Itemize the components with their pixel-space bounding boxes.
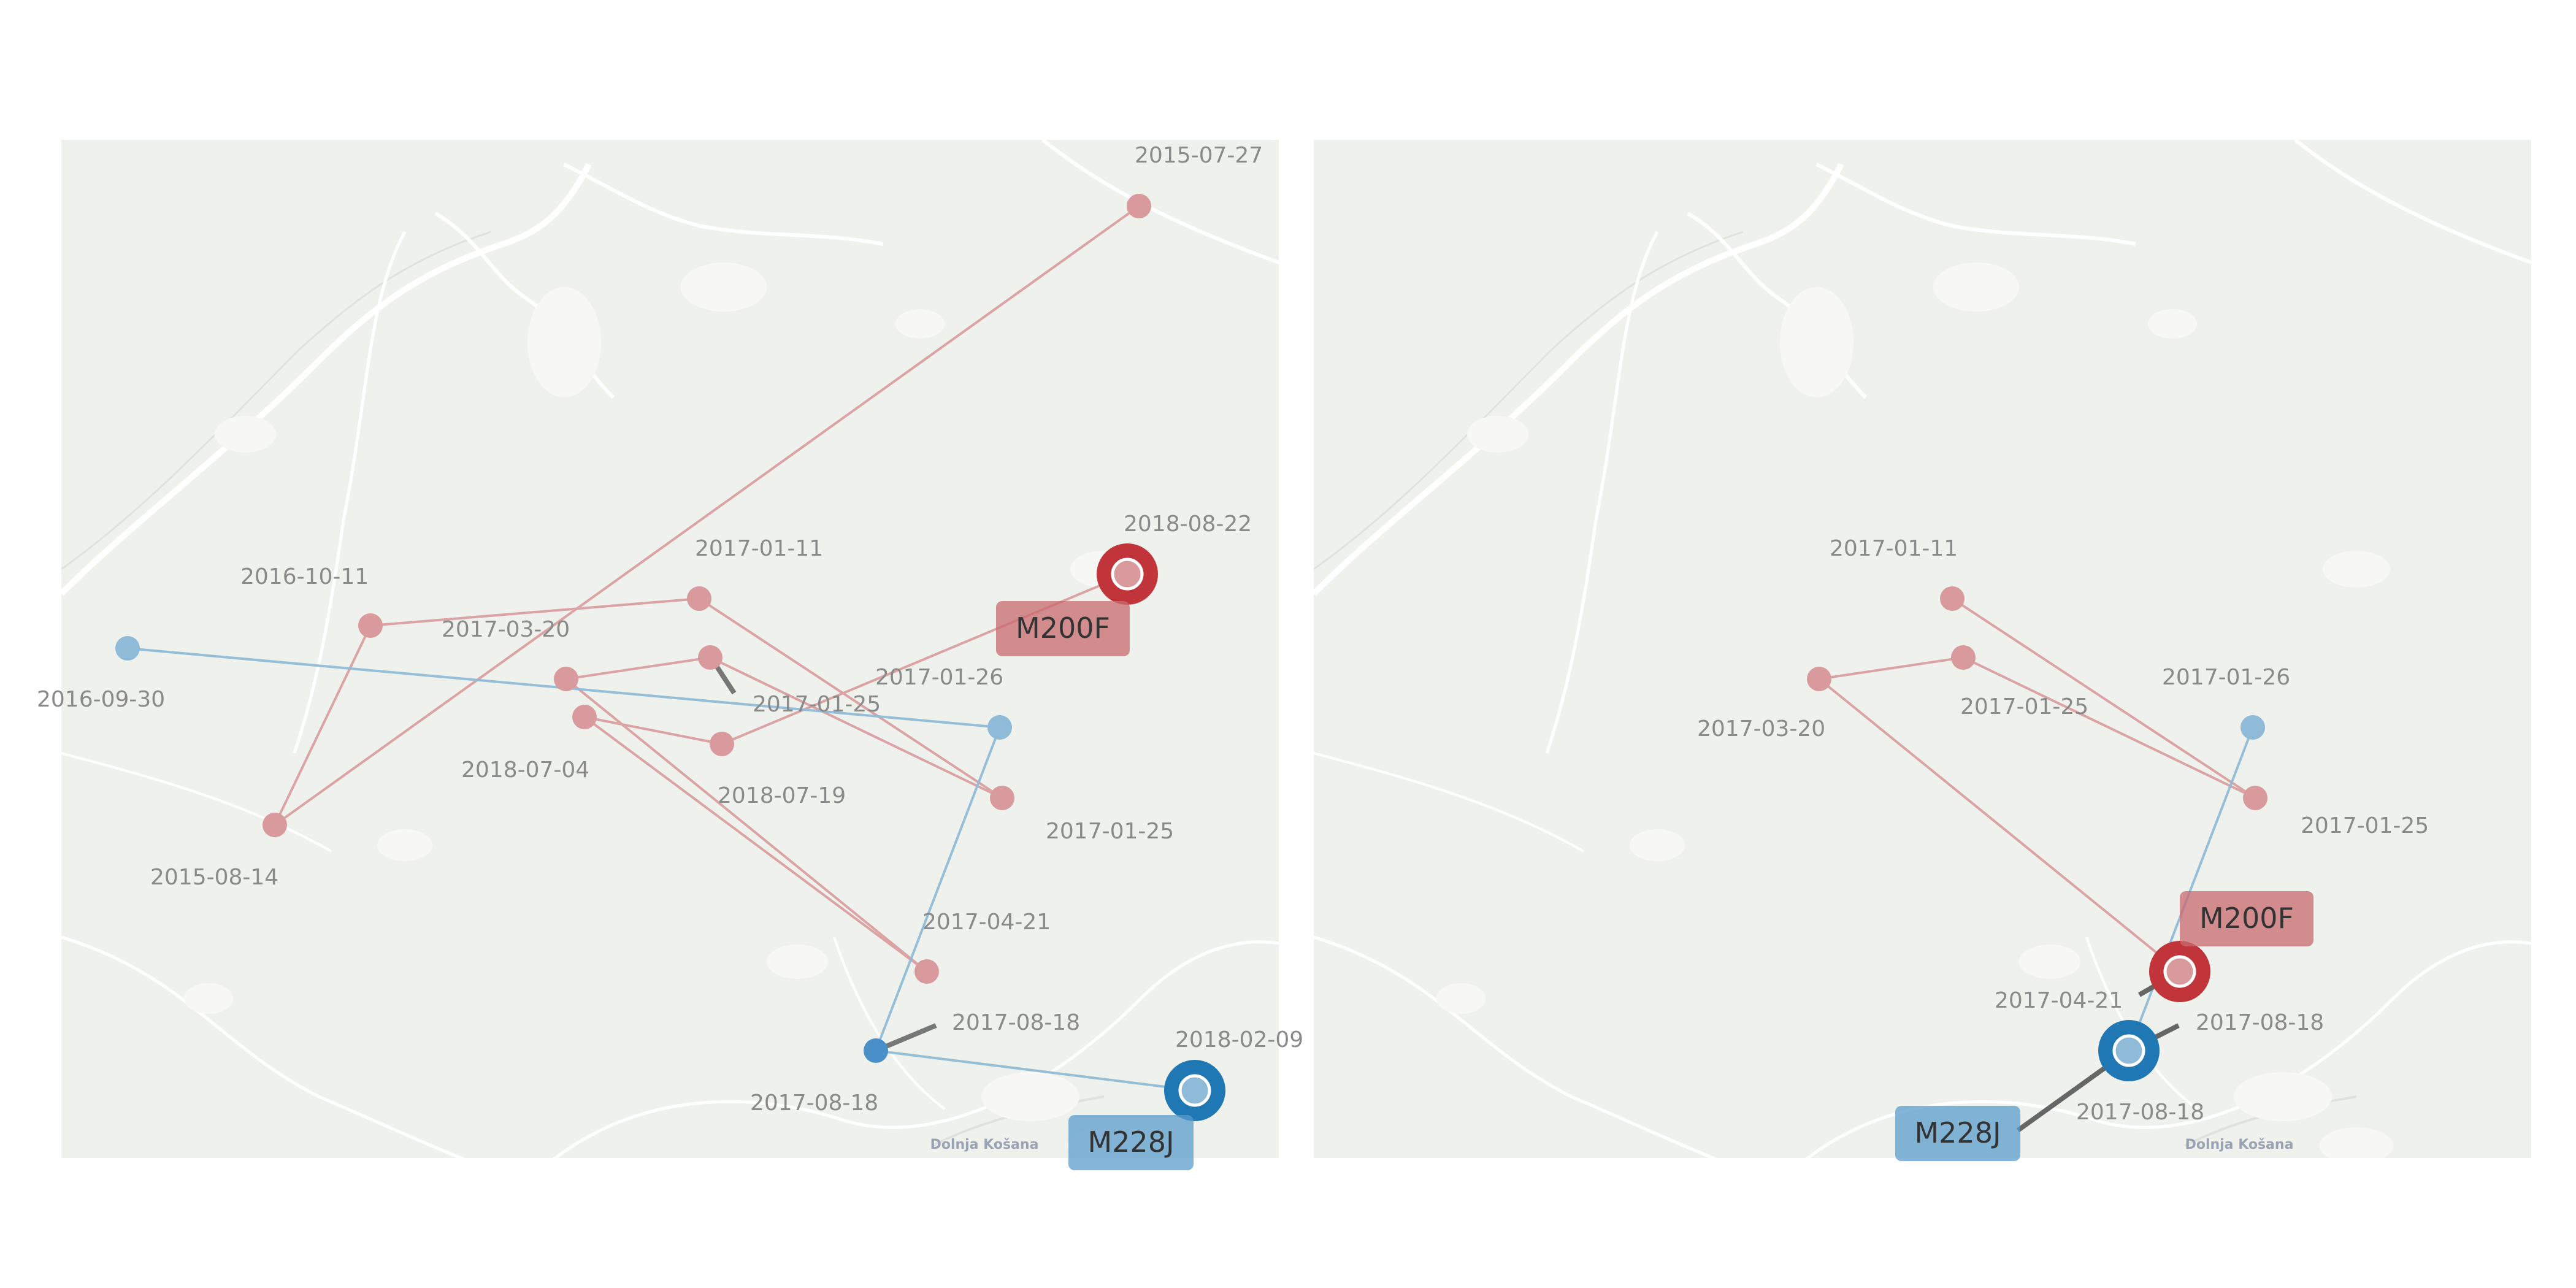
date-label: 2016-09-30	[37, 687, 165, 712]
point-m200f-left	[263, 813, 287, 837]
id-label-m228j-right: M228J	[1895, 1106, 2020, 1161]
date-label: 2017-01-25	[1960, 694, 2088, 719]
point-m200f-left	[990, 786, 1014, 810]
point-m200f-left	[1127, 194, 1151, 218]
basemap-right	[1314, 140, 2531, 1158]
date-label: 2017-08-18	[952, 1010, 1080, 1035]
latest-position-m228j-left	[1164, 1060, 1225, 1121]
date-label: 2018-02-09	[1175, 1027, 1303, 1052]
date-labels-right: 2017-01-11 2017-03-20 2017-01-25 2017-01…	[1697, 536, 2429, 1125]
date-label: 2017-08-18	[2196, 1010, 2324, 1035]
date-label: 2017-01-11	[695, 536, 823, 561]
date-label: 2017-01-11	[1830, 536, 1958, 561]
date-labels-left: 2015-07-27 2018-08-22 2016-10-11 2017-01…	[37, 143, 1303, 1116]
track-m228j-right	[2128, 727, 2254, 1051]
panel-right: 2017-01-11 2017-03-20 2017-01-25 2017-01…	[1314, 140, 2531, 1161]
date-label: 2018-08-22	[1124, 512, 1252, 537]
date-label: 2017-01-25	[2301, 813, 2429, 838]
latest-position-m200f-right	[2149, 941, 2210, 1002]
point-m200f-left	[358, 613, 383, 638]
animal-id-label: M200F	[1016, 611, 1110, 645]
date-label: 2016-10-11	[240, 564, 369, 589]
point-m200f-left	[572, 705, 597, 729]
date-label: 2017-01-25	[1046, 819, 1174, 844]
panel-left: 2015-07-27 2018-08-22 2016-10-11 2017-01…	[37, 140, 1303, 1170]
id-label-m200f-left: M200F	[996, 601, 1130, 656]
date-label: 2017-03-20	[442, 617, 570, 642]
point-m200f-left	[710, 732, 734, 756]
point-m228j-right	[2241, 715, 2265, 740]
id-label-m200f-right: M200F	[2180, 891, 2313, 946]
id-label-m228j-left: M228J	[1068, 1115, 1194, 1170]
point-m200f-right	[2243, 786, 2267, 810]
animal-id-label: M228J	[1087, 1125, 1174, 1159]
latest-position-m228j-right	[2098, 1020, 2160, 1081]
point-m200f-right	[1807, 667, 1831, 691]
animal-id-label: M228J	[1914, 1116, 2001, 1149]
place-label-left: Dolnja Košana	[930, 1137, 1039, 1152]
animal-id-label: M200F	[2199, 902, 2294, 935]
date-label: 2017-03-20	[1697, 716, 1825, 742]
place-label-right: Dolnja Košana	[2185, 1137, 2294, 1152]
date-label: 2017-04-21	[1995, 988, 2123, 1013]
point-m228j-left	[864, 1038, 888, 1063]
point-m200f-right	[1951, 645, 1976, 670]
point-m200f-left	[554, 667, 578, 691]
point-m200f-left	[687, 586, 711, 611]
date-label: 2017-01-26	[875, 665, 1003, 690]
date-label: 2018-07-19	[718, 783, 846, 808]
date-label: 2017-08-18	[750, 1091, 878, 1116]
point-m200f-left	[698, 645, 723, 670]
point-m228j-left	[115, 636, 140, 661]
date-label: 2017-08-18	[2076, 1100, 2204, 1125]
points-right	[1807, 586, 2267, 1081]
date-label: 2017-01-25	[753, 692, 881, 717]
date-label: 2015-07-27	[1135, 143, 1263, 168]
date-label: 2015-08-14	[150, 865, 278, 890]
latest-position-m200f-left	[1097, 543, 1158, 605]
date-label: 2017-04-21	[922, 910, 1051, 935]
points-left	[115, 194, 1225, 1121]
point-m200f-right	[1940, 586, 1965, 611]
point-m228j-left	[987, 715, 1012, 740]
point-m200f-left	[914, 959, 939, 984]
date-label: 2017-01-26	[2162, 665, 2290, 690]
date-label: 2018-07-04	[461, 757, 589, 783]
